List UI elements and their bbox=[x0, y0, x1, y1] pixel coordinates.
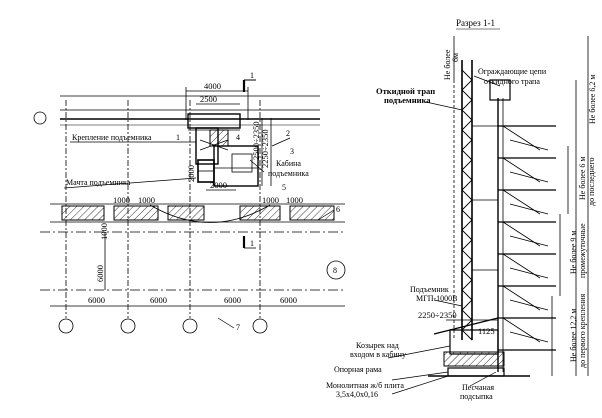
callout-5: 5 bbox=[282, 183, 286, 192]
axis-bubble-1 bbox=[58, 318, 74, 334]
dim-bay-4: 6000 bbox=[280, 295, 297, 305]
dim-6000-vertical: 6000 bbox=[95, 265, 105, 282]
dim-top-2: 6м bbox=[451, 53, 460, 62]
slab-row bbox=[61, 205, 335, 221]
dim-bay-3: 6000 bbox=[224, 295, 241, 305]
dim-top-1: Не более bbox=[443, 49, 452, 80]
dim-2250-2350: 2250÷2350 bbox=[260, 129, 270, 168]
plan-view: 1 4000 2500 2500÷2350 bbox=[33, 71, 346, 334]
dim-bay-2: 6000 bbox=[150, 295, 167, 305]
label-gangway-1: Откидной трап bbox=[376, 86, 435, 96]
callout-7: 7 bbox=[236, 323, 240, 332]
axis-bubble-2 bbox=[120, 318, 136, 334]
floor-slabs bbox=[498, 125, 556, 351]
dim-section-range: 2250÷2350 bbox=[418, 310, 457, 320]
dim-v1: Не более 6,2 м bbox=[588, 75, 597, 124]
dim-v2-line1: Не более 6 м bbox=[578, 157, 587, 200]
dim-1000-e: 1000 bbox=[99, 223, 109, 240]
dim-1000-a: 1000 bbox=[113, 195, 130, 205]
label-fence-chains-1: Ограждающие цепи bbox=[478, 67, 547, 76]
dim-v2-line2: до последнего bbox=[587, 157, 596, 206]
label-frame: Опорная рама bbox=[334, 365, 382, 374]
label-cabin-1: Кабина bbox=[276, 159, 301, 168]
lift-mast-lattice bbox=[461, 60, 473, 341]
gangways bbox=[472, 125, 549, 343]
dim-v4-line2: до первого крепления bbox=[578, 293, 587, 368]
label-slab-1: Монолитная ж/б плита bbox=[326, 381, 404, 390]
dim-v3-line2: промежуточные bbox=[578, 223, 587, 278]
axis-bubble-left bbox=[33, 111, 47, 125]
label-mast: Мачта подъемника bbox=[66, 178, 131, 187]
axis-bubble-3 bbox=[182, 318, 198, 334]
dim-2000-vertical: 2000 bbox=[186, 165, 196, 182]
section-view bbox=[428, 36, 589, 377]
label-canopy-1: Козырек над bbox=[356, 341, 399, 350]
label-lift-mount: Крепление подъемника bbox=[72, 133, 152, 142]
label-canopy-2: входом в кабину bbox=[350, 350, 406, 359]
cabin bbox=[213, 145, 259, 187]
axis-bubble-4 bbox=[252, 318, 268, 334]
dim-v4-line1: Не более 12,2 м bbox=[569, 309, 578, 362]
callout-6: 6 bbox=[336, 205, 340, 214]
dim-2500-2350: 2500÷2350 bbox=[251, 121, 261, 160]
callout-2: 2 bbox=[286, 129, 290, 138]
label-sand-1: Песчаная bbox=[462, 383, 494, 392]
label-lift-1: Подъемник bbox=[410, 285, 449, 294]
lift-mount bbox=[187, 113, 241, 129]
callout-1: 1 bbox=[176, 133, 180, 142]
dim-1000-d: 1000 bbox=[286, 195, 303, 205]
label-sand-2: подсыпка bbox=[460, 392, 493, 401]
callout-3: 3 bbox=[290, 147, 294, 156]
dim-1000-c: 1000 bbox=[262, 195, 279, 205]
callout-4: 4 bbox=[236, 133, 240, 142]
label-fence-chains-2: откидного трапа bbox=[484, 77, 540, 86]
section-title: Разрез 1-1 bbox=[456, 18, 495, 28]
dim-2000-horizontal: 2000 bbox=[210, 180, 227, 190]
dim-4000: 4000 bbox=[204, 81, 221, 91]
dim-section-small: 1125 bbox=[478, 326, 495, 336]
axis-label-8: 8 bbox=[333, 266, 337, 275]
axis-bubble-8 bbox=[326, 260, 346, 280]
cut-marker-bottom: 1 bbox=[250, 239, 254, 248]
label-cabin-2: подъемника bbox=[268, 169, 309, 178]
label-gangway-2: подъемника bbox=[384, 95, 431, 105]
dim-bay-1: 6000 bbox=[88, 295, 105, 305]
label-lift-2: МГП-1000В bbox=[416, 294, 458, 303]
dim-1000-b: 1000 bbox=[138, 195, 155, 205]
section-cut-top bbox=[242, 79, 256, 92]
dim-2500: 2500 bbox=[200, 94, 217, 104]
dim-v3-line1: Не более 9 м bbox=[569, 231, 578, 274]
column-axes bbox=[65, 100, 261, 318]
label-slab-2: 3,5х4,0х0,16 bbox=[336, 390, 378, 399]
cut-marker-top: 1 bbox=[250, 71, 254, 80]
